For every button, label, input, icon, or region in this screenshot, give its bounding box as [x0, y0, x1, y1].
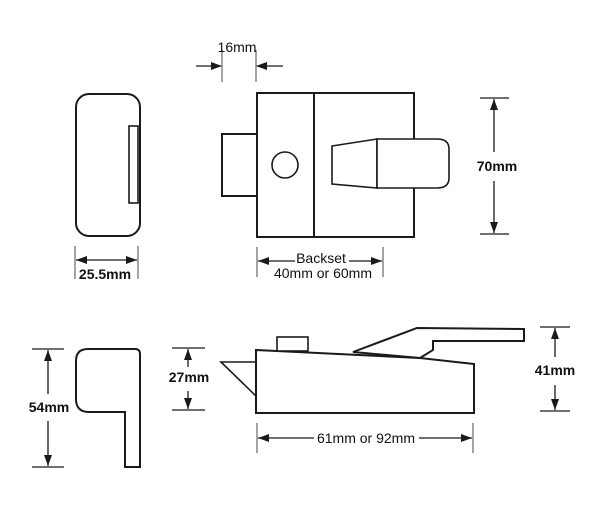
case-faceplate-edge: [128, 125, 139, 204]
lock-profile-view: [219, 326, 525, 414]
case-depth-label: 25.5mm: [79, 266, 131, 282]
overall-height-label: 41mm: [535, 362, 575, 378]
arrow-down-icon: [490, 222, 498, 233]
arrow-left-icon: [258, 434, 269, 442]
backset-values-label: 40mm or 60mm: [274, 265, 372, 281]
handle-lever: [352, 326, 525, 360]
arrow-right-icon: [126, 256, 137, 264]
lock-case-side-view: [75, 93, 141, 237]
cylinder-hole: [271, 151, 299, 179]
latch-bolt: [221, 133, 258, 197]
arrow-right-icon: [371, 257, 382, 265]
arrow-left-icon: [256, 62, 267, 70]
keep-height-label: 54mm: [29, 399, 69, 415]
arrow-right-icon: [461, 434, 472, 442]
arrow-left-icon: [76, 256, 87, 264]
arrow-up-icon: [44, 350, 52, 361]
dimension-case-height: 70mm: [477, 97, 517, 235]
knob-body: [376, 138, 450, 189]
latch-bevel: [219, 361, 258, 399]
arrow-down-icon: [184, 398, 192, 409]
arrow-up-icon: [490, 99, 498, 110]
dimension-backset: Backset 40mm or 60mm: [256, 247, 384, 281]
case-length-label: 61mm or 92mm: [317, 430, 415, 446]
case-side-outline: [75, 93, 141, 237]
arrow-left-icon: [258, 257, 269, 265]
keep-profile-outline: [75, 348, 141, 468]
case-height-label: 70mm: [477, 158, 517, 174]
arrow-up-icon: [184, 349, 192, 360]
dimension-keep-height: 54mm: [29, 348, 69, 468]
backset-label: Backset: [296, 250, 346, 266]
arrow-down-icon: [551, 399, 559, 410]
dimension-faceplate-width: 16mm: [196, 39, 283, 82]
lock-body-profile: [255, 348, 475, 414]
dimension-case-length: 61mm or 92mm: [256, 423, 474, 453]
keep-profile-view: [75, 348, 141, 468]
mounting-lug: [276, 336, 309, 352]
dimension-case-depth: 25.5mm: [74, 246, 139, 282]
case-profile-height-label: 27mm: [169, 369, 209, 385]
arrow-up-icon: [551, 328, 559, 339]
lock-front-view: [221, 92, 450, 238]
knob-neck: [331, 138, 378, 189]
arrow-right-icon: [211, 62, 222, 70]
dimension-overall-height: 41mm: [535, 326, 575, 412]
arrow-down-icon: [44, 455, 52, 466]
faceplate-width-label: 16mm: [218, 39, 257, 55]
dimension-case-profile-height: 27mm: [169, 347, 209, 411]
